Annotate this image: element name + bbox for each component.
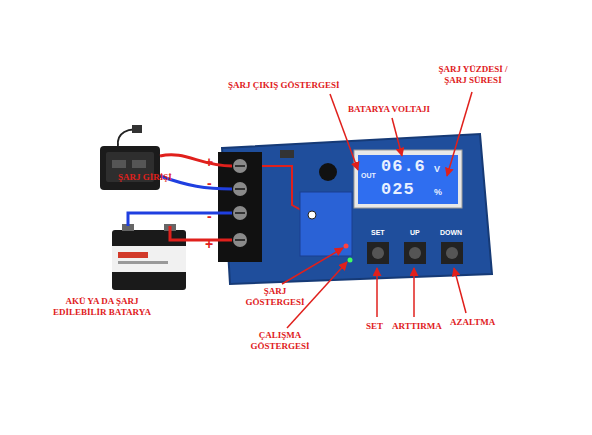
- leader-lines: [282, 92, 472, 328]
- button-label: SET: [371, 229, 385, 237]
- callout-label: BATARYA VOLTAJI: [348, 104, 430, 115]
- red-wire: [160, 155, 232, 166]
- button-label: UP: [410, 229, 420, 237]
- lcd-text: OUT: [361, 172, 376, 180]
- capacitor: [319, 163, 337, 181]
- pcb-board: [222, 134, 492, 284]
- callout-label: SET: [366, 321, 383, 332]
- lcd-unit: V: [434, 164, 440, 175]
- charge-led: [344, 244, 349, 249]
- callout-label: AKÜ YA DA ŞARJ EDİLEBİLİR BATARYA: [44, 296, 160, 318]
- terminal-block: [218, 152, 262, 262]
- blue-wire: [128, 213, 232, 226]
- callout-label: ARTTIRMA: [392, 321, 442, 332]
- polarity-sign: -: [207, 175, 212, 192]
- callout-label: ŞARJ GİRİŞİ: [118, 172, 172, 183]
- callout-label: ŞARJ YÜZDESİ / ŞARJ SÜRESİ: [430, 64, 516, 86]
- lcd-digits: 06.6: [381, 157, 426, 177]
- chip: [280, 150, 294, 158]
- button-label: DOWN: [440, 229, 462, 237]
- buttons: [367, 242, 463, 264]
- polarity-sign: -: [207, 208, 212, 225]
- callout-label: ŞARJ GÖSTERGESİ: [244, 286, 306, 308]
- red-wire: [170, 226, 232, 240]
- lcd-unit: %: [434, 187, 442, 198]
- relay: [300, 192, 352, 256]
- relay-switch: [308, 211, 316, 219]
- polarity-sign: +: [205, 154, 213, 171]
- lcd-frame: [354, 150, 462, 208]
- battery: [112, 224, 186, 290]
- lcd-screen: [358, 155, 458, 204]
- work-led: [348, 258, 353, 263]
- lcd-digits: 025: [381, 180, 415, 200]
- callout-label: ÇALIŞMA GÖSTERGESİ: [244, 330, 316, 352]
- callout-label: ŞARJ ÇIKIŞ GÖSTERGESİ: [228, 80, 340, 91]
- polarity-sign: +: [205, 236, 213, 253]
- callout-label: AZALTMA: [450, 317, 495, 328]
